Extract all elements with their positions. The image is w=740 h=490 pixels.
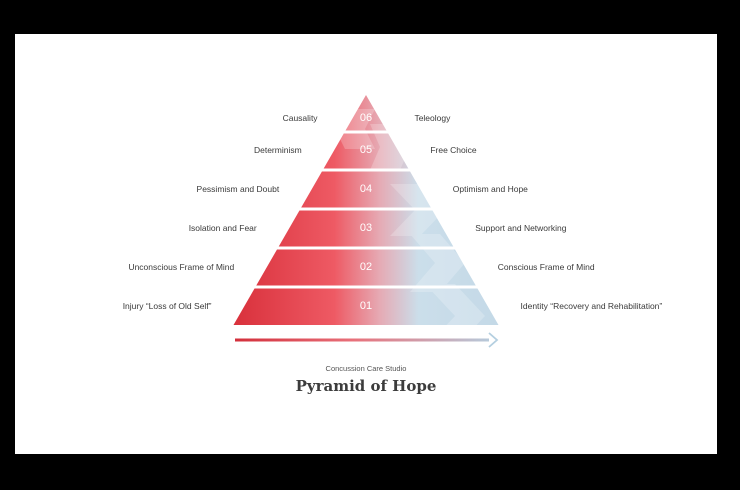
left-label: Isolation and Fear (188, 222, 257, 233)
pyramid-level-03 (278, 210, 454, 247)
right-label: Conscious Frame of Mind (497, 261, 595, 272)
pyramid-diagram (233, 95, 499, 348)
right-label: Support and Networking (475, 222, 567, 233)
right-label: Optimism and Hope (452, 183, 528, 194)
footer-title: Pyramid of Hope (295, 377, 437, 395)
level-number: 04 (359, 182, 373, 195)
pyramid-level-06 (345, 95, 387, 131)
chevron-decoration (410, 234, 465, 292)
left-label: Determinism (253, 145, 302, 155)
level-number: 05 (359, 144, 373, 156)
left-label: Pessimism and Doubt (196, 183, 280, 194)
pyramid-level-01 (233, 288, 499, 325)
right-label: Free Choice (430, 145, 477, 155)
right-label: Teleology (414, 112, 451, 123)
left-label: Unconscious Frame of Mind (128, 261, 235, 272)
pyramid-level-02 (256, 249, 476, 286)
left-label: Injury “Loss of Old Self” (122, 300, 212, 311)
right-label: Identity “Recovery and Rehabilitation” (520, 300, 663, 311)
level-number: 03 (359, 221, 373, 234)
slide: 06 Causality Teleology 05 Determinism Free Ch… (15, 34, 717, 454)
level-number: 06 (359, 111, 373, 124)
level-number: 02 (359, 260, 373, 273)
progress-arrow-head (488, 332, 499, 348)
chevron-decoration (425, 284, 485, 325)
pyramid-level-05 (323, 133, 409, 169)
left-label: Causality (282, 112, 318, 123)
pyramid-level-04 (301, 171, 431, 208)
footer-subtitle: Concussion Care Studio (325, 364, 407, 373)
level-number: 01 (359, 299, 373, 312)
